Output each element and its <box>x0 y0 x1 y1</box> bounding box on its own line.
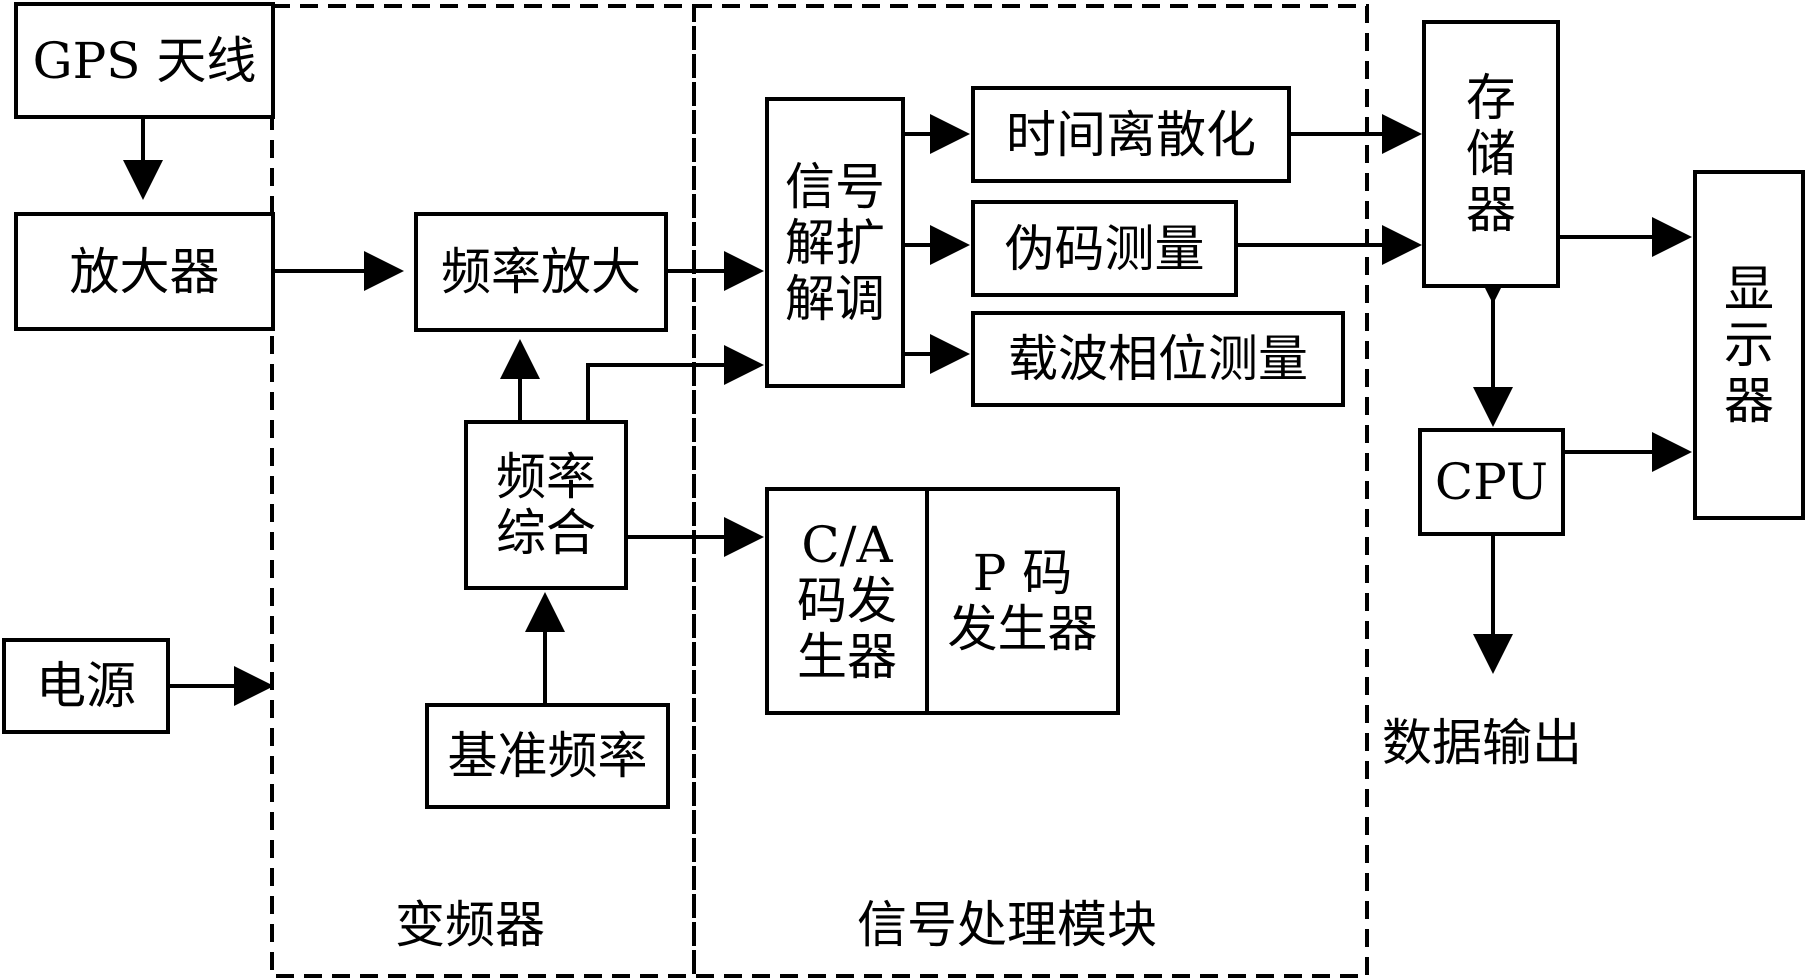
gps-antenna-label: GPS 天线 <box>32 31 257 90</box>
mixer-region-label: 变频器 <box>395 896 545 954</box>
freq-amplify-box: 频率放大 <box>414 212 668 332</box>
signal-module-label: 信号处理模块 <box>857 896 1157 954</box>
display-label: 显 示 器 <box>1724 260 1774 430</box>
cpu-box: CPU <box>1418 428 1565 536</box>
ref-freq-label: 基准频率 <box>447 727 648 785</box>
arrow-synth-to-despread <box>586 345 764 420</box>
display-box: 显 示 器 <box>1693 170 1805 520</box>
ref-freq-box: 基准频率 <box>425 703 670 809</box>
time-discrete-label: 时间离散化 <box>1006 105 1256 164</box>
p-code-generator-cell: P 码 发生器 <box>929 491 1116 711</box>
p-code-generator-label: P 码 发生器 <box>947 544 1098 658</box>
freq-amplify-label: 频率放大 <box>441 243 641 301</box>
ca-code-generator-cell: C/A 码发 生器 <box>769 491 929 711</box>
pseudo-code-box: 伪码测量 <box>971 200 1238 297</box>
data-output-label: 数据输出 <box>1382 714 1582 772</box>
storage-box: 存 储 器 <box>1422 20 1560 288</box>
despread-box: 信号 解扩 解调 <box>765 97 905 388</box>
power-box: 电源 <box>2 638 170 734</box>
storage-label: 存 储 器 <box>1466 69 1516 239</box>
pseudo-code-label: 伪码测量 <box>1004 219 1205 278</box>
freq-synth-box: 频率 综合 <box>464 420 628 590</box>
gps-antenna-box: GPS 天线 <box>14 2 275 119</box>
carrier-phase-box: 载波相位测量 <box>971 311 1345 407</box>
time-discrete-box: 时间离散化 <box>971 86 1291 183</box>
amplifier-label: 放大器 <box>69 242 220 301</box>
ca-code-generator-label: C/A 码发 生器 <box>797 516 897 686</box>
despread-label: 信号 解扩 解调 <box>785 157 885 328</box>
amplifier-box: 放大器 <box>14 212 275 331</box>
code-generator-box: C/A 码发 生器 P 码 发生器 <box>765 487 1120 715</box>
carrier-phase-label: 载波相位测量 <box>1008 330 1308 388</box>
power-label: 电源 <box>36 657 136 715</box>
freq-synth-label: 频率 综合 <box>496 448 596 562</box>
cpu-label: CPU <box>1434 453 1549 511</box>
signal-module-boundary <box>692 4 1369 978</box>
